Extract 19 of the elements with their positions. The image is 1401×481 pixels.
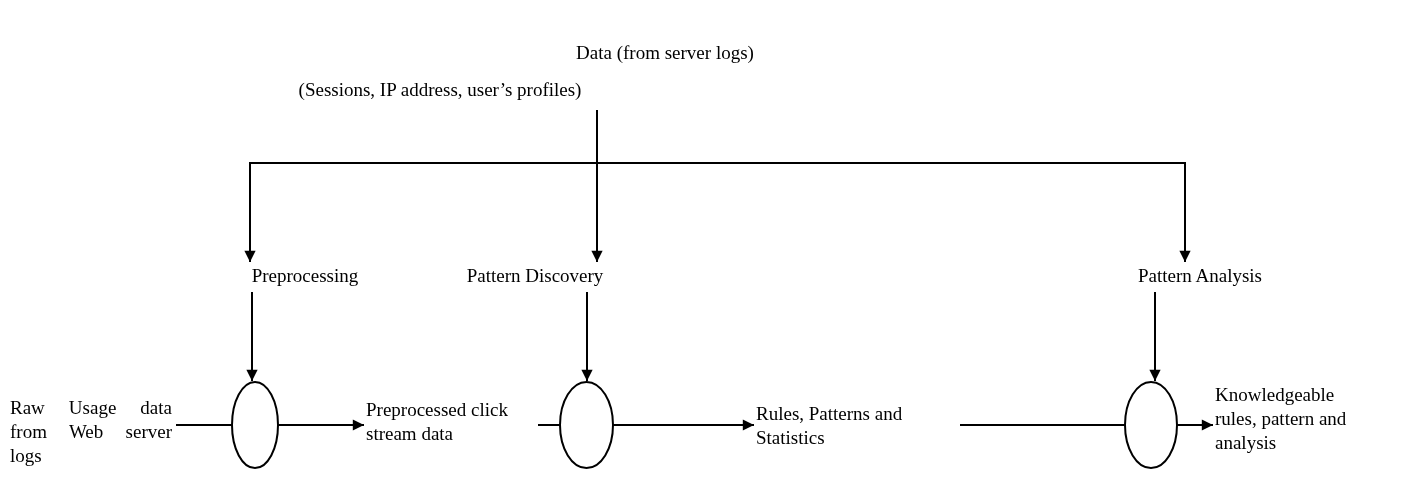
- step-label: (Sessions, IP address, user’s profiles): [230, 78, 650, 104]
- connector-line: [959, 424, 1126, 426]
- step-label: Pattern Analysis: [1110, 264, 1290, 290]
- step-label: Knowledgeable rules, pattern and analysis: [1215, 383, 1355, 473]
- arrow: [246, 291, 258, 382]
- step-label: Pattern Discovery: [445, 264, 625, 290]
- process-ellipse: [559, 381, 614, 469]
- step-label: Preprocessed click stream data: [366, 398, 534, 454]
- arrow: [581, 291, 593, 382]
- process-ellipse: [231, 381, 279, 469]
- connector-line: [175, 424, 233, 426]
- step-label: Raw Usage data from Web server logs: [10, 396, 172, 476]
- step-label: Preprocessing: [235, 264, 375, 290]
- diagram-title: Data (from server logs): [575, 42, 755, 64]
- process-ellipse: [1124, 381, 1178, 469]
- step-label: Rules, Patterns and Statistics: [756, 402, 956, 458]
- arrow: [1149, 291, 1161, 382]
- arrow: [596, 109, 1191, 263]
- connector-line: [537, 424, 561, 426]
